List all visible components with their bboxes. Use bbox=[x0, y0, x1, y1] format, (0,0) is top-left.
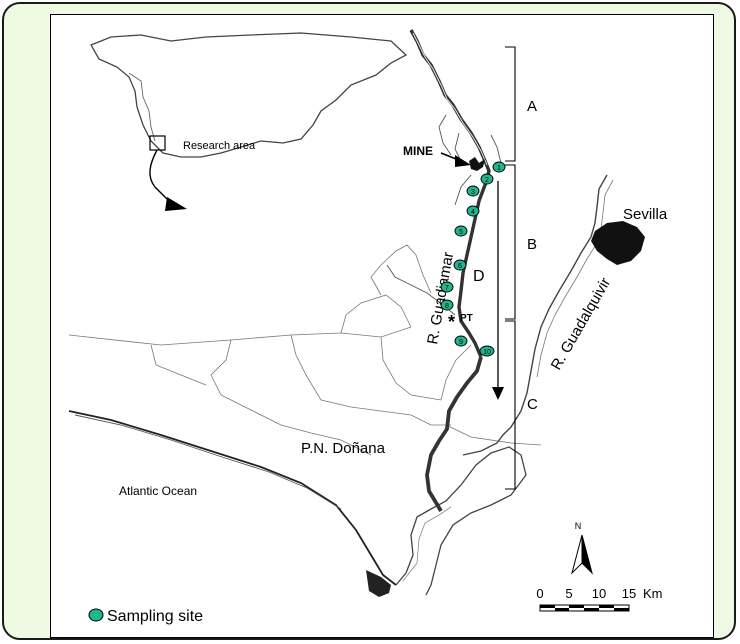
sevilla-label: Sevilla bbox=[623, 206, 668, 223]
zone-a-label: A bbox=[527, 98, 537, 115]
svg-text:7: 7 bbox=[445, 285, 449, 292]
zone-c-bracket bbox=[505, 320, 516, 490]
svg-text:2: 2 bbox=[485, 177, 489, 184]
tributary-streams bbox=[386, 114, 502, 316]
scale-unit-label: Km bbox=[643, 586, 663, 601]
sampling-sites: 1 2 3 4 5 bbox=[440, 161, 506, 357]
north-arrow: N bbox=[571, 521, 593, 575]
atlantic-coastline bbox=[68, 410, 397, 586]
legend-site-swatch bbox=[88, 608, 104, 622]
sampling-site-marker: 8 bbox=[440, 299, 454, 311]
legend: Sampling site bbox=[88, 608, 203, 625]
river-guadiamar-upper-inner bbox=[412, 32, 488, 166]
scale-tick-label: 10 bbox=[592, 586, 606, 601]
sampling-site-marker: 7 bbox=[440, 281, 454, 293]
mine-label: MINE bbox=[403, 144, 433, 158]
sampling-site-marker: 3 bbox=[466, 185, 480, 197]
mine-pointer-arrowhead bbox=[455, 155, 471, 167]
scale-tick-label: 5 bbox=[565, 586, 572, 601]
estuary-inner-channel bbox=[402, 506, 452, 582]
river-guadiamar-lower bbox=[425, 356, 483, 512]
river-guadalquivir-bank bbox=[536, 179, 614, 378]
zone-a-bracket bbox=[505, 46, 516, 162]
pt-marker: * bbox=[448, 312, 455, 332]
mine-site-icon bbox=[469, 157, 485, 171]
north-arrow-icon-dark bbox=[581, 534, 593, 575]
svg-text:8: 8 bbox=[445, 303, 449, 310]
zone-c-label: C bbox=[527, 396, 538, 413]
legend-label: Sampling site bbox=[107, 608, 203, 625]
estuary-channel bbox=[395, 446, 527, 596]
sampling-site-marker: 2 bbox=[480, 173, 494, 185]
research-area-label: Research area bbox=[183, 140, 256, 152]
svg-text:1: 1 bbox=[497, 165, 501, 172]
sampling-site-marker: 10 bbox=[479, 345, 495, 357]
research-area-box bbox=[149, 135, 166, 151]
svg-text:9: 9 bbox=[459, 339, 463, 346]
flow-direction-arrowhead bbox=[492, 387, 504, 400]
sampling-site-marker: 9 bbox=[454, 335, 468, 347]
sampling-site-marker: 5 bbox=[454, 225, 468, 237]
pt-label: PT bbox=[460, 313, 473, 324]
north-arrow-label: N bbox=[575, 521, 582, 531]
inner-coastline bbox=[74, 414, 342, 510]
donana-label: P.N. Doñana bbox=[301, 440, 386, 457]
atlantic-ocean-label: Atlantic Ocean bbox=[119, 484, 197, 498]
svg-text:3: 3 bbox=[471, 189, 475, 196]
portugal-border bbox=[128, 72, 156, 142]
inset-pointer-arrowhead bbox=[165, 197, 187, 211]
study-area-map: Research area Sevilla R. Guadiamar R. bbox=[68, 29, 668, 625]
river-guadalquivir-label: R. Guadalquivir bbox=[548, 275, 614, 373]
municipal-boundaries bbox=[68, 244, 542, 456]
sampling-site-marker: 1 bbox=[492, 161, 506, 173]
svg-text:4: 4 bbox=[471, 209, 475, 216]
zone-b-bracket bbox=[505, 164, 516, 320]
north-arrow-icon bbox=[571, 534, 583, 575]
sevilla-city-shape bbox=[591, 221, 645, 265]
river-guadalquivir bbox=[462, 174, 608, 456]
zone-b-label: B bbox=[527, 236, 537, 253]
scale-bar: 0 5 10 15 Km bbox=[536, 586, 663, 612]
inset-pointer-arrow bbox=[149, 149, 172, 204]
river-mouth-delta bbox=[366, 570, 391, 597]
sampling-site-marker: 4 bbox=[466, 205, 480, 217]
map-panel: Research area Sevilla R. Guadiamar R. bbox=[50, 14, 714, 638]
scale-tick-label: 0 bbox=[536, 586, 543, 601]
d-label: D bbox=[473, 268, 485, 285]
sampling-site-marker: 6 bbox=[453, 259, 467, 271]
svg-text:6: 6 bbox=[458, 263, 462, 270]
svg-text:5: 5 bbox=[459, 229, 463, 236]
iberian-peninsula-outline bbox=[90, 32, 408, 158]
scale-tick-label: 15 bbox=[622, 586, 636, 601]
svg-text:10: 10 bbox=[483, 349, 491, 356]
